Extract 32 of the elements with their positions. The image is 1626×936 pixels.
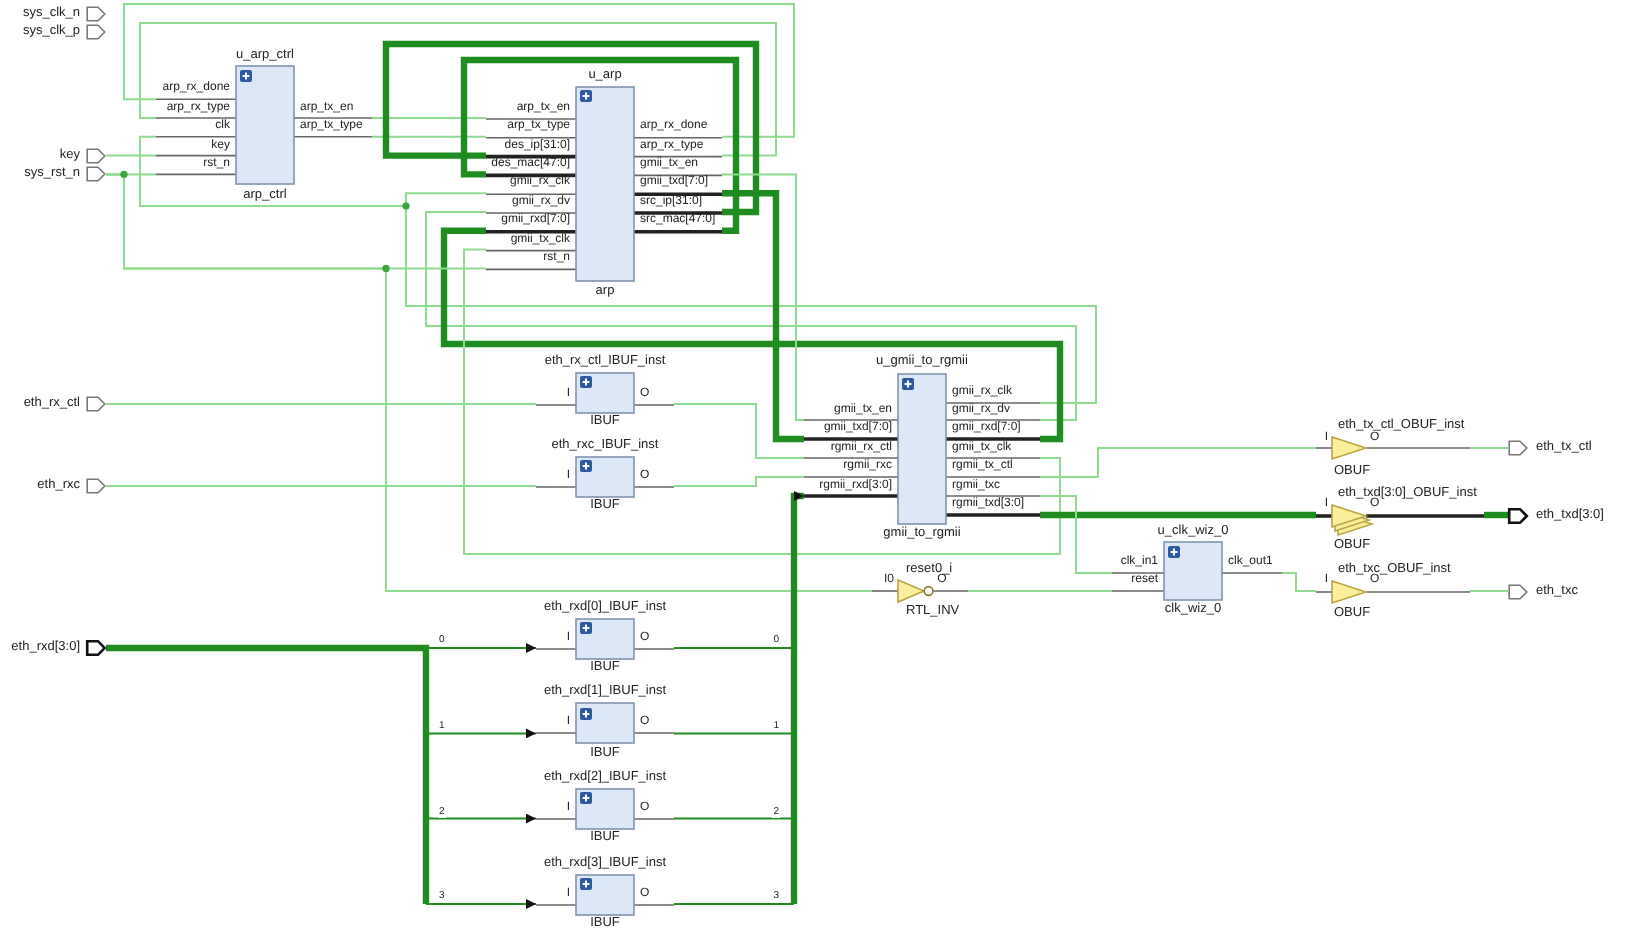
wire bbox=[1039, 447, 1317, 478]
wire bbox=[463, 248, 1061, 555]
bus-wire bbox=[1484, 511, 1508, 519]
bus-wire bbox=[722, 190, 804, 443]
wire bbox=[425, 899, 537, 909]
wire bbox=[1469, 447, 1509, 449]
wire bbox=[105, 173, 873, 592]
wire bbox=[673, 817, 795, 820]
wire bbox=[673, 647, 795, 649]
wire bbox=[105, 403, 537, 405]
bus-wire bbox=[1040, 511, 1316, 519]
wire bbox=[673, 403, 805, 459]
wire bbox=[673, 476, 805, 487]
wire bbox=[371, 135, 487, 138]
bus-wire bbox=[460, 56, 740, 234]
wire bbox=[123, 3, 795, 138]
wire bbox=[139, 22, 777, 157]
wire bbox=[721, 173, 805, 421]
wire bbox=[425, 211, 1077, 421]
wire bbox=[967, 590, 1113, 592]
wire bbox=[1469, 590, 1509, 592]
wire bbox=[105, 154, 157, 157]
wire bbox=[1281, 572, 1317, 592]
wire bbox=[673, 903, 795, 905]
wire bbox=[371, 117, 487, 119]
wire bbox=[425, 813, 537, 824]
wire bbox=[425, 728, 537, 739]
wire bbox=[405, 192, 1097, 404]
wire bbox=[1039, 495, 1113, 574]
wire bbox=[105, 485, 537, 487]
bus-wire bbox=[382, 40, 760, 216]
bus-wire bbox=[440, 227, 1064, 443]
